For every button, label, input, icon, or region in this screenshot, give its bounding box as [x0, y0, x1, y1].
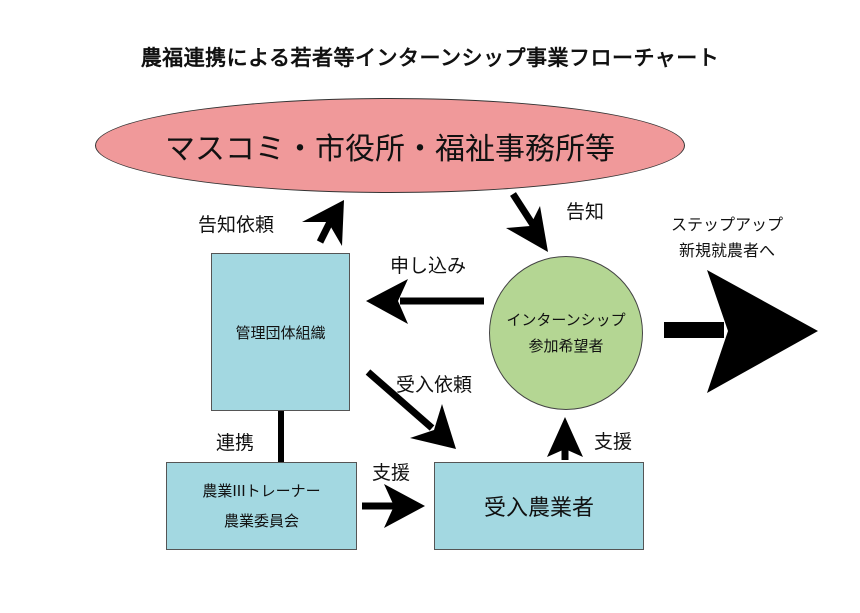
edge-label-notify-request: 告知依頼 [198, 214, 275, 236]
applicant-node: インターンシップ 参加希望者 [489, 256, 643, 410]
edge-label-apply: 申し込み [390, 255, 467, 277]
applicant-label-line1: インターンシップ [506, 311, 626, 329]
arrow-notify [506, 192, 548, 252]
edge-label-support-farmer: 支援 [594, 431, 633, 453]
arrow-notify-request [302, 200, 344, 246]
trainer-node: 農業IIIトレーナー 農業委員会 [166, 462, 357, 550]
page-title: 農福連携による若者等インターンシップ事業フローチャート [140, 46, 720, 70]
edge-label-cooperation: 連携 [216, 432, 255, 454]
edge-label-notify: 告知 [566, 201, 605, 223]
arrow-support-trainer [362, 484, 425, 528]
arrow-accept-request [365, 369, 456, 449]
farmer-node: 受入農業者 [434, 462, 644, 550]
step-up-line1: ステップアップ [670, 215, 783, 234]
arrow-apply [366, 279, 484, 324]
trainer-label-line1: 農業IIIトレーナー [202, 482, 321, 500]
media-node-label: マスコミ・市役所・福祉事務所等 [165, 131, 615, 167]
trainer-label-line2: 農業委員会 [223, 512, 299, 530]
step-up-line2: 新規就農者へ [678, 241, 775, 260]
arrow-step-up [664, 270, 818, 393]
management-node: 管理団体組織 [211, 253, 350, 411]
arrow-support-farmer [547, 417, 583, 460]
edge-label-support-trainer: 支援 [372, 462, 411, 484]
applicant-label-line2: 参加希望者 [528, 337, 604, 355]
farmer-label: 受入農業者 [483, 496, 594, 521]
edge-label-accept-request: 受入依頼 [396, 374, 473, 396]
management-label: 管理団体組織 [235, 323, 326, 342]
step-up-label: ステップアップ 新規就農者へ [662, 212, 792, 264]
media-node: マスコミ・市役所・福祉事務所等 [95, 98, 685, 193]
